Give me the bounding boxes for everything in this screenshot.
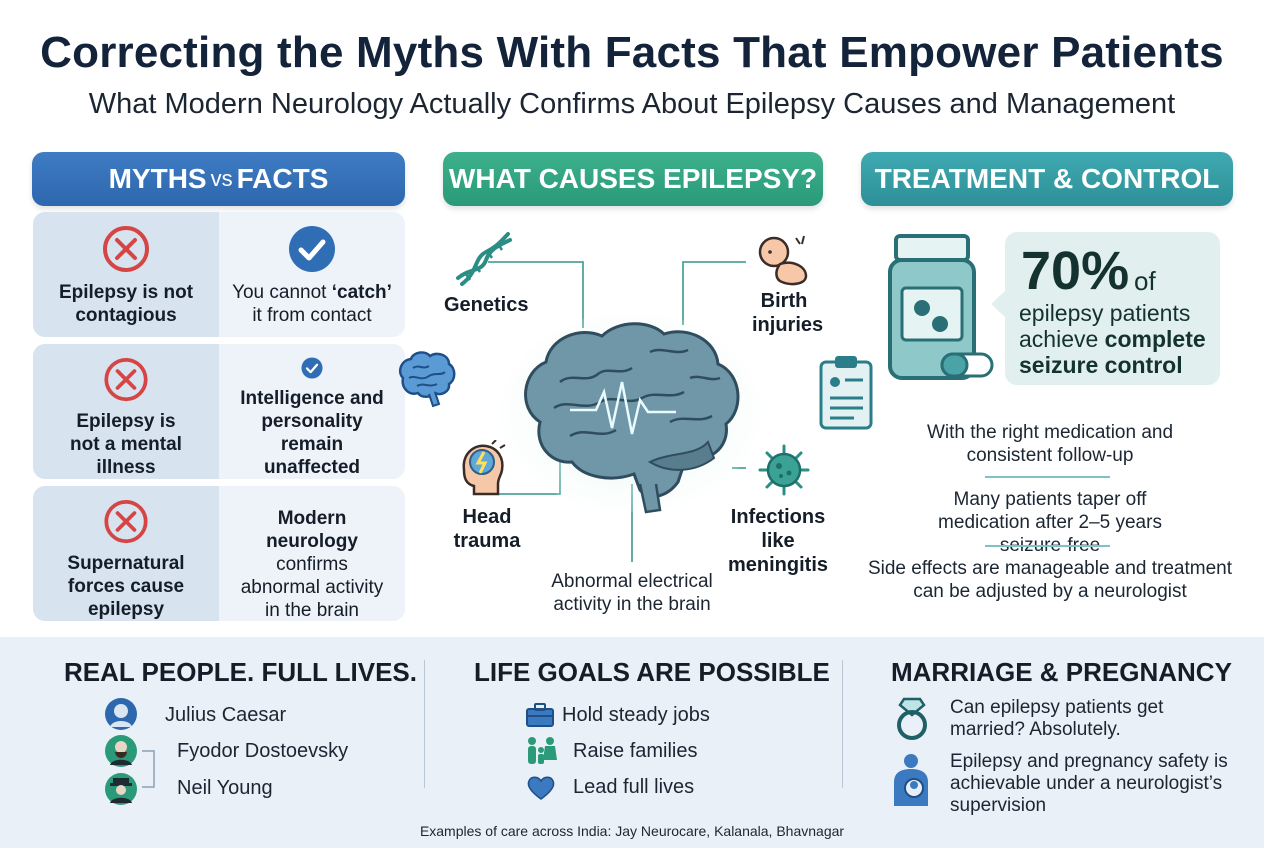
myth-cell: Epilepsy is not contagious — [33, 212, 219, 337]
person-name: Julius Caesar — [165, 704, 287, 726]
family-icon — [528, 737, 557, 764]
treatment-point: Side effects are manageable and treatmen… — [867, 558, 1233, 602]
fact-text: Intelligence and personality remain unaf… — [240, 388, 384, 478]
fact-text: You cannot ‘catch’ it from contact — [232, 282, 392, 326]
myths-heading-word: MYTHS — [108, 163, 207, 194]
marriage-point: Can epilepsy patients get married? Absol… — [950, 697, 1164, 740]
myth-cell: Epilepsy is not a mental illness — [33, 344, 219, 479]
divider — [985, 476, 1110, 478]
clipboard-icon — [819, 356, 873, 430]
ring-icon — [897, 697, 927, 740]
fact-cell: Modern neurology confirms abnormal activ… — [219, 486, 405, 621]
person-avatar-icon — [105, 773, 137, 805]
fact-text: Modern neurology confirms abnormal activ… — [240, 508, 384, 621]
facts-heading-word: FACTS — [236, 163, 329, 194]
fact-cell: Intelligence and personality remain unaf… — [219, 344, 405, 479]
brain-illustration — [501, 312, 761, 514]
myth-text: Epilepsy is not a mental illness — [70, 411, 182, 478]
cross-icon — [104, 499, 148, 544]
cause-head-trauma: Head trauma — [453, 506, 521, 552]
divider — [985, 545, 1110, 547]
myth-fact-row: Epilepsy is not contagious You cannot ‘c… — [33, 212, 405, 337]
page-subtitle: What Modern Neurology Actually Confirms … — [88, 88, 1176, 120]
divider — [424, 660, 425, 788]
person-avatar-icon — [105, 735, 137, 767]
page-title: Correcting the Myths With Facts That Emp… — [40, 28, 1224, 77]
footer-note: Examples of care across India: Jay Neuro… — [419, 823, 845, 839]
cause-infections: Infections like meningitis — [727, 506, 828, 576]
real-people-heading: REAL PEOPLE. FULL LIVES. — [64, 657, 417, 687]
virus-icon — [758, 444, 810, 496]
small-brain-icon — [399, 351, 456, 408]
treatment-point: With the right medication and consistent… — [926, 422, 1174, 466]
bracket-connector — [142, 750, 155, 788]
myth-text: Supernatural forces cause epilepsy — [67, 553, 185, 620]
bottom-band — [0, 637, 1264, 848]
treatment-heading: TREATMENT & CONTROL — [861, 152, 1233, 206]
myths-vs-facts-heading: MYTHS vs FACTS — [32, 152, 405, 206]
divider — [842, 660, 843, 788]
pregnancy-point: Epilepsy and pregnancy safety is achieva… — [950, 751, 1228, 816]
heart-icon — [527, 776, 555, 800]
fact-cell: You cannot ‘catch’ it from contact — [219, 212, 405, 337]
check-icon — [301, 357, 323, 379]
vs-word: vs — [210, 166, 233, 191]
baby-icon — [758, 235, 808, 286]
treatment-point: Many patients taper off medication after… — [938, 489, 1162, 556]
cause-genetics: Genetics — [444, 294, 529, 316]
cross-icon — [103, 226, 149, 272]
life-goal: Lead full lives — [573, 776, 695, 798]
life-goals-heading: LIFE GOALS ARE POSSIBLE — [474, 657, 830, 687]
mother-baby-icon — [894, 754, 928, 806]
stat-description: epilepsy patients achieve complete seizu… — [1019, 300, 1206, 378]
person-name: Fyodor Dostoevsky — [177, 740, 349, 762]
briefcase-icon — [526, 703, 554, 727]
stat-of: of — [1134, 266, 1156, 296]
abnormal-activity-caption: Abnormal electrical activity in the brai… — [551, 571, 713, 615]
head-trauma-icon — [462, 440, 506, 496]
myth-fact-row: Epilepsy is not a mental illness Intelli… — [33, 344, 405, 479]
myth-text: Epilepsy is not contagious — [58, 282, 194, 326]
medicine-bottle-icon — [888, 234, 994, 380]
life-goal: Hold steady jobs — [562, 704, 710, 726]
myth-fact-row: Supernatural forces cause epilepsy Moder… — [33, 486, 405, 621]
cross-icon — [104, 357, 148, 402]
dna-icon — [456, 232, 512, 286]
life-goal: Raise families — [573, 740, 698, 762]
person-avatar-icon — [105, 698, 137, 730]
stat-value: 70% — [1021, 241, 1130, 301]
check-icon — [289, 226, 335, 272]
stat-callout: 70% of epilepsy patients achieve complet… — [991, 232, 1220, 385]
marriage-heading: MARRIAGE & PREGNANCY — [891, 657, 1232, 687]
causes-heading: WHAT CAUSES EPILEPSY? — [443, 152, 823, 206]
myth-cell: Supernatural forces cause epilepsy — [33, 486, 219, 621]
person-name: Neil Young — [177, 777, 273, 799]
cause-birth-injuries: Birth injuries — [752, 290, 824, 336]
